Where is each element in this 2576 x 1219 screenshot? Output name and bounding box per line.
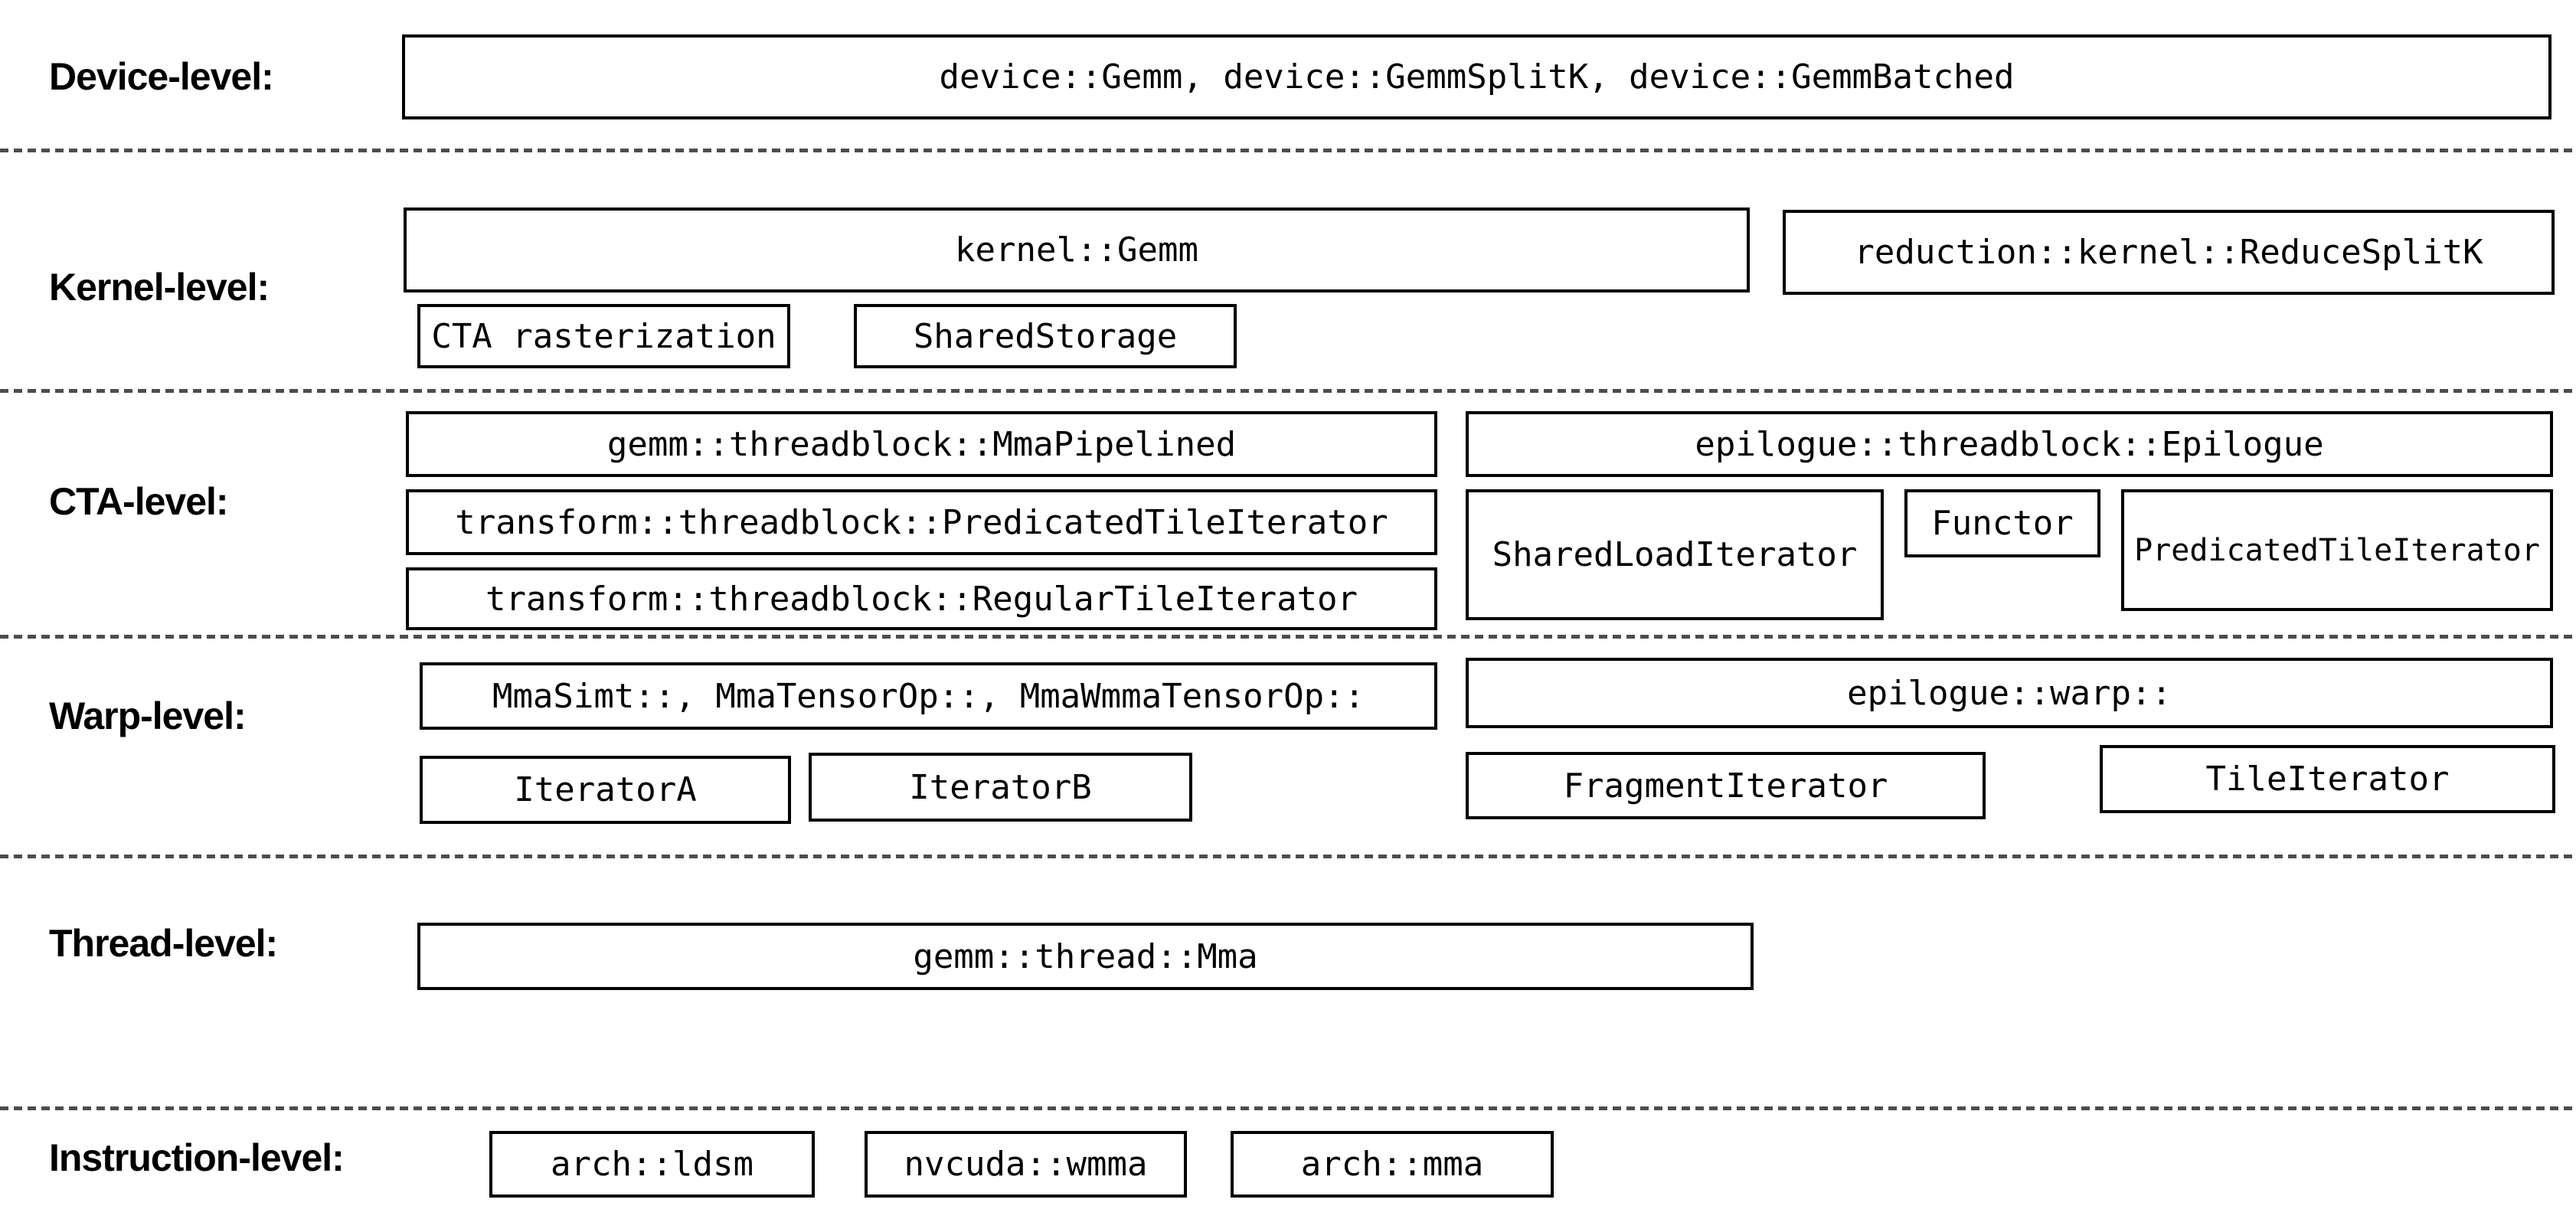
box-functor: Functor [1904,489,2100,557]
dashed-separator-3 [0,635,2576,639]
box-transform-predicated-tile-iterator: transform::threadblock::PredicatedTileIt… [406,489,1437,555]
box-tile-iterator: TileIterator [2100,745,2555,813]
dashed-separator-1 [0,149,2576,152]
box-iterator-b: IteratorB [809,753,1192,822]
box-arch-ldsm: arch::ldsm [489,1131,815,1198]
dashed-separator-5 [0,1106,2576,1110]
box-shared-storage: SharedStorage [854,304,1237,368]
level-label-instruction: Instruction-level: [49,1136,345,1179]
level-label-thread: Thread-level: [49,922,278,965]
box-reduction-kernel-reducesplitk: reduction::kernel::ReduceSplitK [1783,210,2555,295]
box-transform-regular-tile-iterator: transform::threadblock::RegularTileItera… [406,567,1437,630]
box-mma-pipelined: gemm::threadblock::MmaPipelined [406,411,1437,477]
level-label-kernel: Kernel-level: [49,266,270,309]
dashed-separator-2 [0,389,2576,393]
box-epilogue-predicated-tile-iterator: PredicatedTileIterator [2121,489,2553,611]
box-thread-mma: gemm::thread::Mma [417,923,1754,990]
box-epilogue-warp: epilogue::warp:: [1466,658,2553,728]
level-label-device: Device-level: [49,55,274,98]
level-label-warp: Warp-level: [49,694,247,737]
box-fragment-iterator: FragmentIterator [1466,752,1986,819]
box-iterator-a: IteratorA [420,756,791,824]
dashed-separator-4 [0,855,2576,858]
level-label-cta: CTA-level: [49,480,229,523]
box-kernel-gemm: kernel::Gemm [404,208,1750,292]
box-device-gemm: device::Gemm, device::GemmSplitK, device… [402,34,2551,119]
box-nvcuda-wmma: nvcuda::wmma [865,1131,1187,1198]
box-warp-mma-variants: MmaSimt::, MmaTensorOp::, MmaWmmaTensorO… [420,662,1437,730]
box-epilogue-threadblock: epilogue::threadblock::Epilogue [1466,411,2553,477]
box-arch-mma: arch::mma [1231,1131,1554,1198]
box-cta-rasterization: CTA rasterization [417,304,790,368]
box-shared-load-iterator: SharedLoadIterator [1466,489,1884,620]
